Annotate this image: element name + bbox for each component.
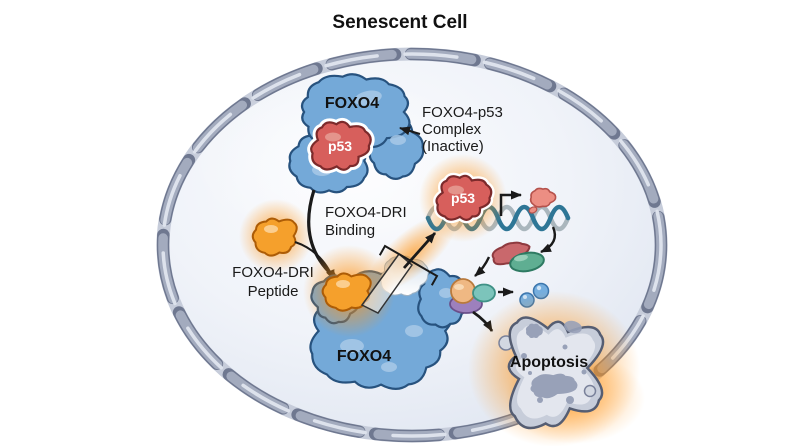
annotation-line: (Inactive) <box>422 138 484 155</box>
transcription-step: p53 <box>419 154 571 242</box>
p53-highlight <box>325 132 341 142</box>
cascade-arrow <box>474 256 491 277</box>
cascade-arrow <box>540 226 557 254</box>
annotation-line: Complex <box>422 121 482 138</box>
foxo4-p53-complex: FOXO4 p53 <box>288 73 425 194</box>
membrane-capsule-stripe <box>161 52 663 438</box>
p53-label: p53 <box>328 138 352 154</box>
peptide-highlight <box>336 280 350 288</box>
binding-label-line: Binding <box>325 222 375 239</box>
p53-release-arrow <box>402 232 437 269</box>
nucleus-fragments <box>521 320 587 404</box>
annotation-line: FOXO4-p53 <box>422 104 503 121</box>
p53-protein-icon <box>435 174 493 221</box>
foxo4-label: FOXO4 <box>337 348 391 365</box>
complex-annotation: FOXO4-p53 Complex (Inactive) <box>399 104 503 155</box>
p53-protein-icon <box>310 120 372 171</box>
nascent-protein-icon <box>529 187 557 208</box>
insertion-wedge <box>360 252 414 314</box>
peptide-highlight <box>264 225 278 233</box>
apoptosis-step: Apoptosis <box>468 291 645 446</box>
binding-label-line: FOXO4-DRI <box>325 204 407 221</box>
foxo4-dri-peptide-icon <box>251 217 298 257</box>
apoptosis-label: Apoptosis <box>510 354 588 371</box>
tan-sphere-protein <box>450 278 476 304</box>
peptide-label-line: FOXO4-DRI <box>232 264 314 281</box>
page-title: Senescent Cell <box>332 12 467 33</box>
nascent-protein-tail <box>528 206 538 214</box>
p53-label: p53 <box>451 190 475 206</box>
annotation-pointer-arrow <box>399 126 421 136</box>
peptide-label-line: Peptide <box>248 283 299 300</box>
oval-highlight <box>514 254 528 262</box>
apoptotic-bleb <box>583 384 597 398</box>
foxo4-dri-peptide-icon <box>321 272 372 312</box>
highlight-patches <box>340 288 453 372</box>
foxo4-label: FOXO4 <box>325 95 379 112</box>
effector-proteins-icon <box>491 241 545 273</box>
signal-molecules-icon <box>449 278 496 314</box>
foxo4-dri-peptide-free: FOXO4-DRI Peptide <box>232 199 314 300</box>
p53-highlight <box>448 185 464 195</box>
transcription-arrow-icon <box>499 190 522 216</box>
dot-highlight <box>536 285 542 291</box>
teal-oval-protein <box>472 283 496 303</box>
sphere-highlight <box>454 284 464 290</box>
foxo4-bound-complex: FOXO4 <box>303 213 470 390</box>
